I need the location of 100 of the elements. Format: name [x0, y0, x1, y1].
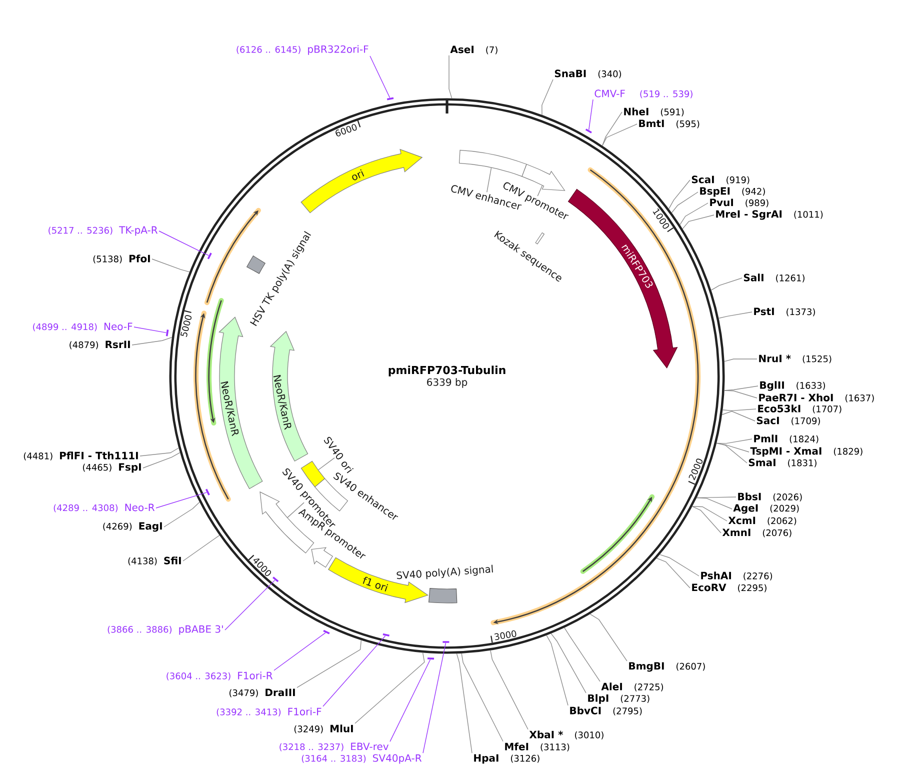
site-label: EcoRV (2295) [692, 584, 766, 592]
leader-line [461, 653, 504, 742]
site-label: SalI (1261) [744, 274, 804, 282]
leader-line [274, 632, 326, 671]
tick-label: 3000 [494, 630, 516, 640]
site-label: SnaBI (340) [554, 70, 622, 78]
leader-line [546, 634, 568, 706]
tick-label: 6000 [336, 124, 357, 136]
leader-line [456, 653, 472, 754]
site-label: ScaI (919) [692, 176, 750, 184]
leader-line [134, 326, 167, 334]
tick-label: 2000 [688, 458, 703, 480]
leader-line [152, 258, 190, 272]
leader-line [722, 408, 756, 412]
leader-line [724, 386, 758, 391]
orf-track [204, 208, 261, 306]
leader-line [724, 358, 758, 362]
plasmid-size: 6339 bp [427, 378, 468, 388]
site-label: PshAI (2276) [701, 572, 772, 580]
site-label: BspEI (942) [700, 187, 765, 197]
site-label: BglII (1633) [760, 381, 825, 391]
leader-line [318, 457, 335, 470]
primer-label: (3218 .. 3237) EBV-rev [280, 742, 389, 752]
leader-line [490, 650, 528, 730]
site-label: PstI (1373) [754, 308, 815, 316]
leader-line [682, 214, 714, 230]
primer-mark [166, 330, 169, 336]
leader-line [132, 337, 172, 346]
site-label: PaeR7I - XhoI (1637) [759, 394, 874, 402]
leader-line [564, 627, 600, 682]
leader-line [140, 448, 180, 456]
leader-line [182, 534, 220, 562]
leader-line [659, 554, 700, 576]
leader-line [224, 580, 276, 630]
leader-line [716, 442, 748, 464]
leader-line [156, 492, 207, 508]
site-label: XbaI * (3010) [529, 730, 604, 740]
leader-line [602, 124, 638, 146]
site-label: AleI (2725) [601, 682, 664, 692]
primer-label: (3604 .. 3623) F1ori-R [166, 672, 273, 680]
site-label: NruI * (1525) [759, 354, 832, 364]
leader-line [710, 278, 742, 291]
site-label: (3479) DraIII [230, 688, 295, 698]
plasmid-name: pmiRFP703-Tubulin [388, 366, 506, 376]
leader-line [322, 636, 386, 707]
site-label: BbsI (2026) [738, 492, 802, 502]
primer-mark [427, 657, 434, 660]
leader-line [390, 659, 431, 742]
site-label: MreI - SgrAI (1011) [716, 210, 823, 220]
site-label: AgeI (2029) [733, 504, 799, 514]
site-label: (4138) SfiI [128, 556, 181, 566]
site-label: PmlI (1824) [754, 434, 818, 444]
site-label: XmnI (2076) [722, 528, 792, 538]
site-label: Eco53kI (1707) [758, 404, 842, 414]
leader-line [486, 167, 492, 193]
site-label: BbvCI (2795) [570, 706, 642, 716]
leader-line [142, 452, 180, 468]
leader-line [287, 502, 304, 518]
site-label: (3249) MluI [294, 724, 353, 734]
leader-line [590, 614, 628, 662]
leader-line [692, 506, 722, 534]
leader-line [296, 640, 362, 688]
site-label: (4465) FspI [83, 463, 141, 473]
leader-line [550, 633, 586, 694]
site-label: SmaI (1831) [748, 458, 816, 468]
leader-line [448, 55, 452, 99]
leader-line [724, 390, 758, 398]
leader-line [158, 230, 209, 256]
site-label: SacI (1709) [756, 416, 820, 426]
site-label: XcmI (2062) [728, 516, 796, 526]
site-label: BlpI (2773) [588, 694, 650, 704]
site-label: HpaI (3126) [474, 754, 540, 764]
leader-line [588, 99, 594, 130]
leader-line [656, 558, 690, 588]
site-label: (4879) RsrII [70, 340, 130, 350]
leader-line [422, 642, 446, 754]
site-label: AseI (7) [450, 46, 498, 54]
leader-line [354, 652, 425, 724]
primer-label: (6126 .. 6145) pBR322ori-F [236, 45, 368, 55]
leader-line [716, 442, 750, 452]
leader-line [696, 497, 732, 510]
leader-line [671, 192, 698, 214]
orf-track [580, 494, 655, 574]
primer-label: (3866 .. 3886) pBABE 3' [108, 625, 223, 635]
site-label: (4269) EagI [103, 522, 162, 532]
leader-line [542, 79, 554, 116]
site-label: MfeI (3113) [505, 742, 570, 752]
leader-line [680, 202, 708, 226]
primer-label: CMV-F (519 .. 539) [594, 90, 692, 98]
site-label: TspMI - XmaI (1829) [750, 447, 862, 457]
primer-label: (3392 .. 3413) F1ori-F [216, 708, 322, 716]
leader-line [164, 502, 200, 528]
site-label: BmgBI (2607) [629, 662, 705, 672]
leader-line [602, 112, 622, 146]
leader-line [537, 185, 543, 196]
site-label: PvuI (989) [710, 198, 768, 208]
tick-label: 5000 [180, 315, 192, 338]
site-label: (5138) PfoI [93, 254, 150, 264]
leader-line [668, 180, 690, 210]
site-label: (4481) PflFI - Tth111I [24, 452, 138, 460]
